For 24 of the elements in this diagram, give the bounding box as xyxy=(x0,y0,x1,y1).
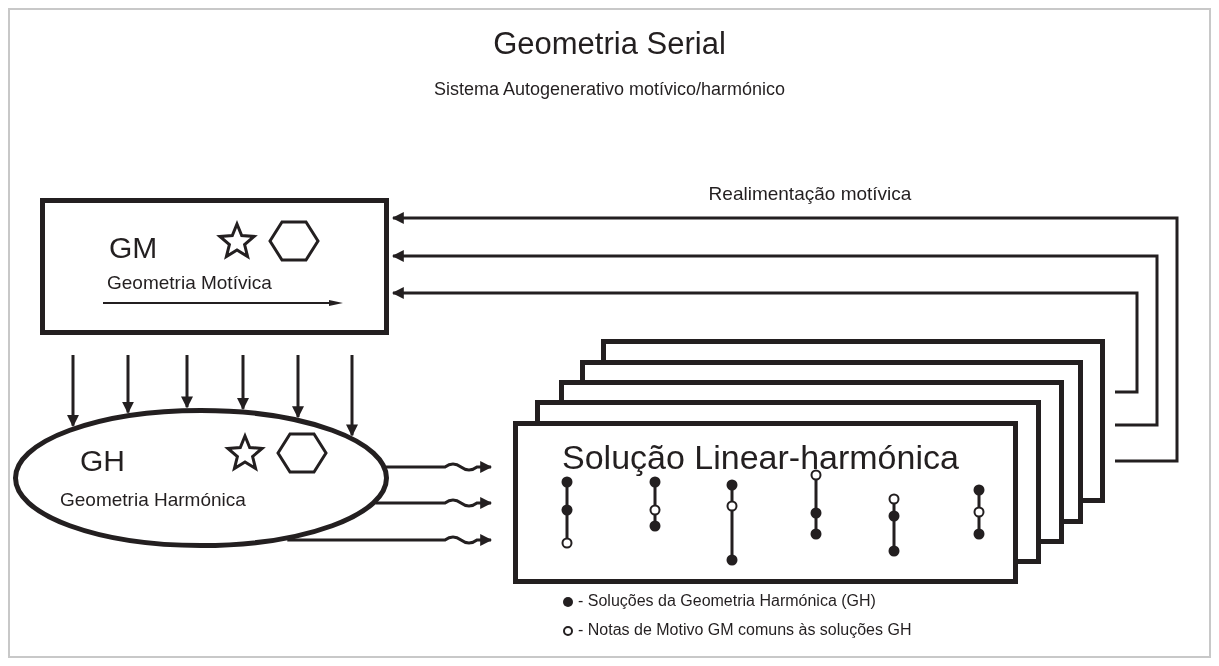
arrow xyxy=(287,534,493,546)
node-subtitle: Geometria Harmónica xyxy=(60,490,246,509)
subtitle: Sistema Autogenerativo motívico/harmónico xyxy=(432,80,787,98)
arrow xyxy=(385,461,493,473)
arrow xyxy=(237,355,249,410)
node-title: GH xyxy=(80,446,125,476)
ellipse-node xyxy=(13,408,389,548)
node-subtitle: Geometria Motívica xyxy=(107,273,272,292)
arrow xyxy=(122,355,134,414)
card-title: Solução Linear-harmónica xyxy=(562,440,959,474)
arrow xyxy=(391,212,1179,463)
diagram-title: Geometria Serial xyxy=(492,28,727,59)
arrow xyxy=(67,355,79,427)
arrow xyxy=(375,497,493,509)
arrow xyxy=(181,355,193,409)
arrow xyxy=(391,250,1159,427)
card-stack xyxy=(513,339,1105,584)
arrow xyxy=(292,355,304,419)
node-title: GM xyxy=(109,233,158,263)
arrow xyxy=(391,287,1139,394)
arrow xyxy=(346,355,358,437)
legend-text: - Notas de Motivo GM comuns às soluções GH xyxy=(578,622,912,638)
process-box xyxy=(40,198,389,335)
legend-text: - Soluções da Geometria Harmónica (GH) xyxy=(578,593,876,609)
